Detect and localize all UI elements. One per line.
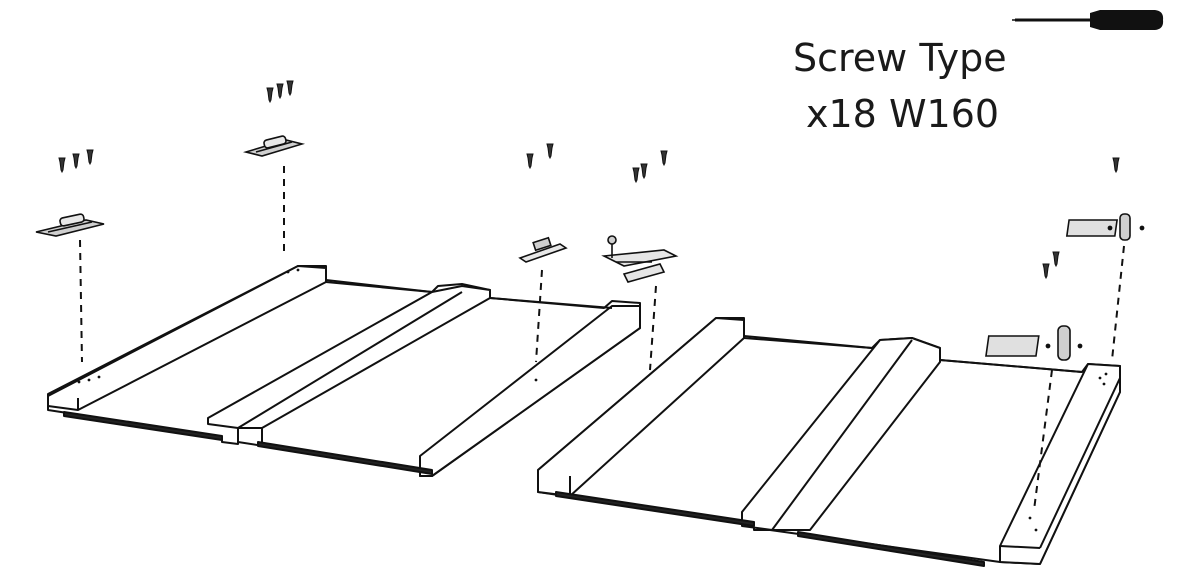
right-door-panel <box>537 317 1121 567</box>
hinge-icon <box>242 135 306 157</box>
hinge-icon <box>1065 213 1145 241</box>
latch-plate-icon <box>518 236 568 263</box>
screw-quantity-label: x18 W160 <box>806 92 999 136</box>
screw-code: W160 <box>888 92 1000 136</box>
screw-type-label: Screw Type <box>793 36 1007 80</box>
screwdriver-icon <box>1012 10 1164 30</box>
barrel-bolt-icon <box>601 235 679 283</box>
left-door-panel <box>47 265 662 477</box>
guide-lines <box>79 166 1125 511</box>
hinge-icon <box>985 325 1083 361</box>
hinge-icon <box>35 213 105 237</box>
screw-quantity: x18 <box>806 92 877 136</box>
